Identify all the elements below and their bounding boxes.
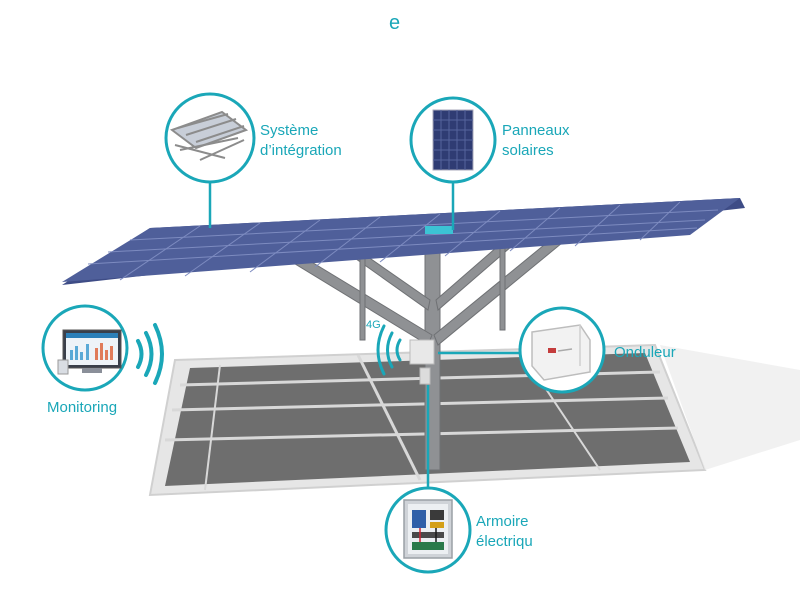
label-integration-line2: d’intégration: [260, 142, 342, 159]
system-integration-icon: [164, 92, 256, 184]
monitoring-signal-icon: [136, 323, 164, 385]
pole-inverter-box: [409, 339, 435, 385]
wireless-signal-icon: [376, 324, 402, 376]
monitoring-screen-icon: [41, 304, 129, 392]
solar-panel-icon: [409, 96, 497, 184]
label-cabinet-line2: électriqu: [476, 533, 533, 550]
inverter-icon: [518, 306, 606, 394]
label-4g: 4G: [366, 319, 381, 331]
page-title-fragment: e: [389, 12, 401, 34]
connector-lines: [208, 178, 520, 488]
label-cabinet-line1: Armoire: [476, 513, 529, 530]
label-panels-line2: solaires: [502, 142, 554, 159]
label-inverter: Onduleur: [614, 344, 676, 361]
solar-roof: [62, 198, 745, 285]
label-panels-line1: Panneaux: [502, 122, 570, 139]
parking-ground: [148, 343, 800, 497]
electrical-cabinet-icon: [384, 486, 472, 574]
label-monitoring: Monitoring: [47, 399, 118, 416]
label-integration-line1: Système: [260, 122, 319, 139]
